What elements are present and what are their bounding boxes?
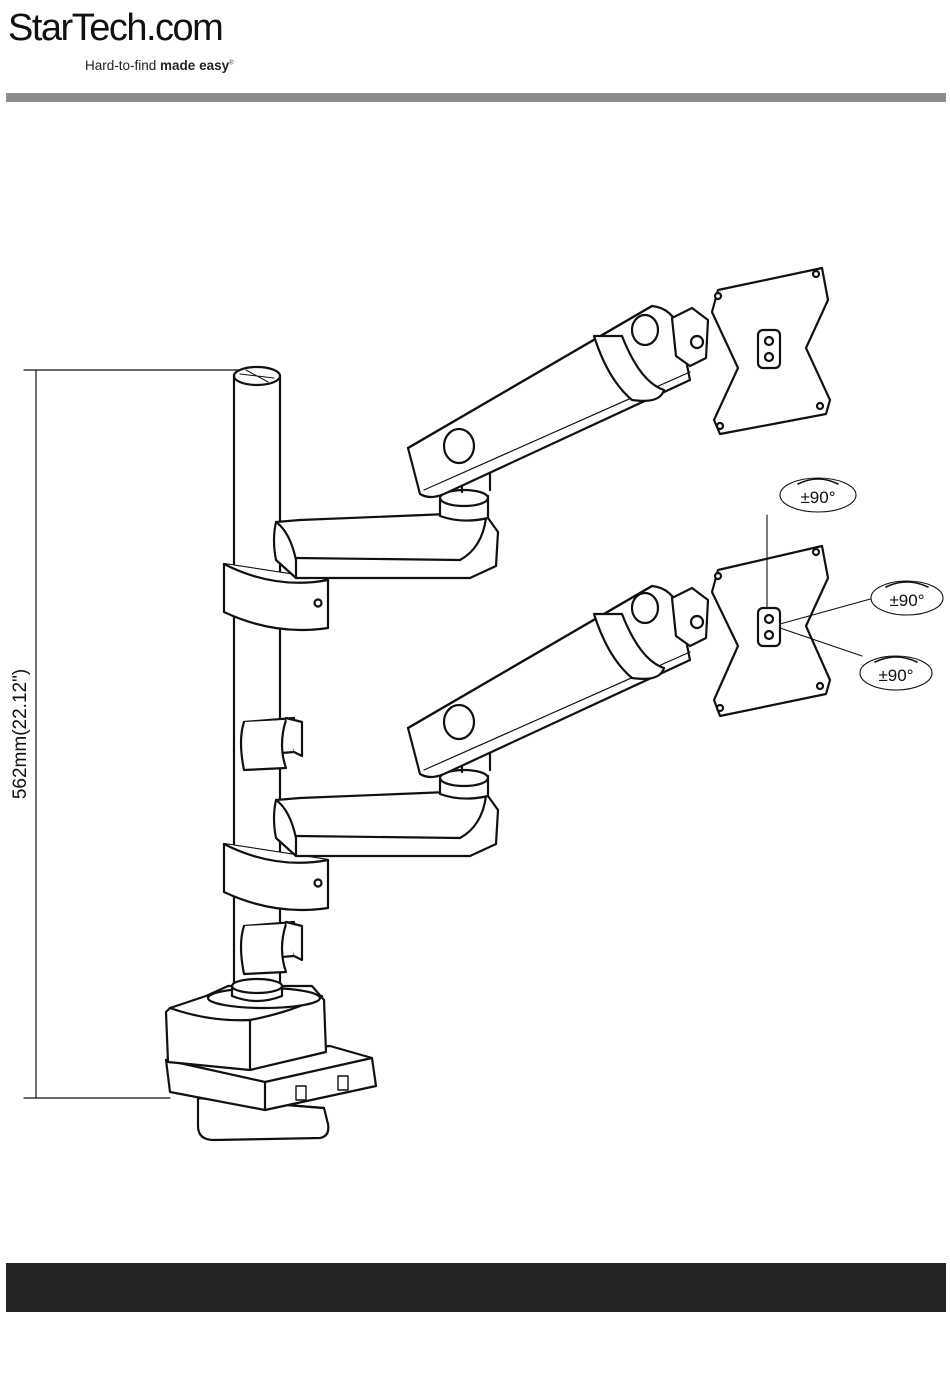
height-dimension-label: 562mm(22.12") <box>10 669 31 799</box>
rotation-label-top: ±90° <box>800 488 835 507</box>
height-dimension <box>24 370 248 1098</box>
rotation-label-right: ±90° <box>889 591 924 610</box>
rotation-label-bottom: ±90° <box>878 666 913 685</box>
cable-clip-lower <box>241 922 302 974</box>
footer-bar <box>6 1263 946 1312</box>
desk-clamp-base <box>166 986 376 1140</box>
cable-clip-upper <box>241 718 302 770</box>
